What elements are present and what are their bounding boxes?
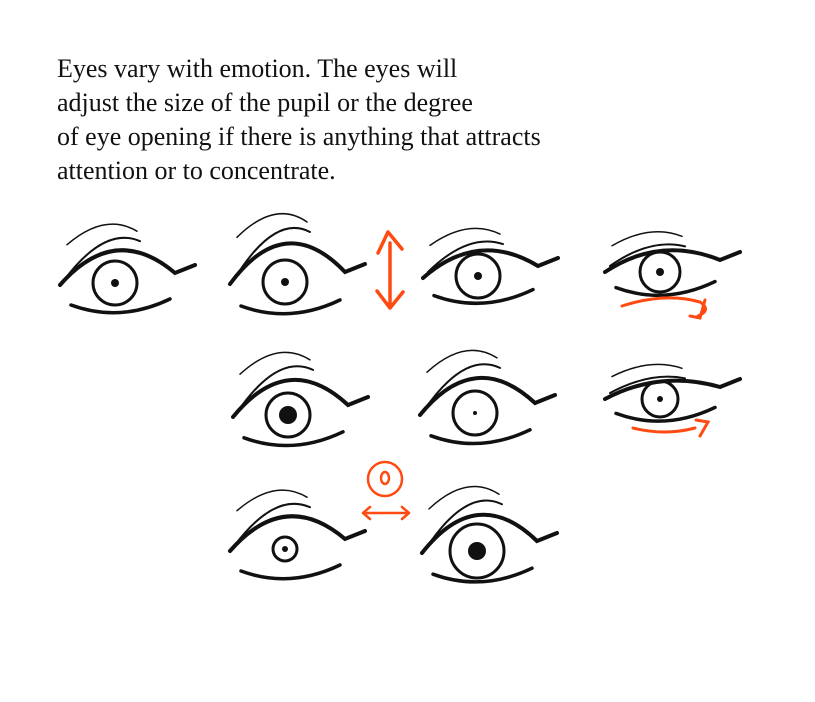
brow-line xyxy=(611,231,683,247)
eye-narrowed xyxy=(421,227,560,306)
brow-line xyxy=(428,485,500,510)
lower-lid xyxy=(432,287,535,306)
eye-constricted-pupil xyxy=(418,349,557,446)
lower-lid xyxy=(69,297,172,315)
lower-lid xyxy=(431,566,534,584)
brow-line xyxy=(236,213,308,239)
eye-heavy-squint xyxy=(603,363,742,423)
iris xyxy=(91,259,139,307)
pupil xyxy=(473,411,477,415)
iris xyxy=(451,389,499,437)
brow-line xyxy=(239,351,311,375)
eye-large-iris xyxy=(420,485,559,584)
lower-lid xyxy=(614,405,717,423)
pupil xyxy=(281,278,289,286)
eye-dilated-pupil xyxy=(231,351,370,448)
iris xyxy=(264,391,312,439)
iris xyxy=(271,535,299,563)
eye-neutral xyxy=(58,223,197,315)
lower-lid xyxy=(242,430,345,448)
brow-line xyxy=(426,349,498,373)
brow-line xyxy=(236,489,308,512)
eye-wide-open xyxy=(228,213,367,316)
pupil xyxy=(474,272,482,280)
caption-line: of eye opening if there is anything that… xyxy=(57,122,541,151)
brow-line xyxy=(66,223,138,246)
pupil xyxy=(656,268,664,276)
squint-arrow-icon xyxy=(620,296,707,320)
pupil xyxy=(279,406,297,424)
eye-squint xyxy=(603,231,742,298)
pupil-size-icon xyxy=(361,460,411,521)
upper-lid xyxy=(418,375,557,417)
caption-line: Eyes vary with emotion. The eyes will xyxy=(57,54,458,83)
upper-lid xyxy=(603,248,742,274)
caption-line: attention or to concentrate. xyxy=(57,156,336,185)
iris xyxy=(261,258,309,306)
iris xyxy=(454,252,502,300)
lower-lid xyxy=(239,298,342,316)
iris xyxy=(448,522,506,580)
brow-line xyxy=(429,227,501,247)
pupil xyxy=(657,396,663,402)
upper-lid xyxy=(420,512,559,555)
pupil xyxy=(468,542,486,560)
upper-lid xyxy=(228,514,367,553)
pupil xyxy=(282,546,288,552)
lower-lid xyxy=(239,563,342,581)
squint-arrow-icon xyxy=(631,418,711,438)
caption-line: adjust the size of the pupil or the degr… xyxy=(57,88,473,117)
opening-arrow-icon xyxy=(375,230,405,310)
caption-text: Eyes vary with emotion. The eyes will ad… xyxy=(57,52,541,188)
upper-lid xyxy=(421,248,560,280)
upper-lid xyxy=(603,377,742,401)
upper-lid xyxy=(231,377,370,419)
lower-lid xyxy=(614,279,717,298)
pupil xyxy=(111,279,119,287)
lower-lid xyxy=(429,428,532,446)
eye-small-iris xyxy=(228,489,367,581)
upper-lid xyxy=(228,241,367,286)
upper-lid xyxy=(58,248,197,287)
brow-line xyxy=(611,363,683,378)
